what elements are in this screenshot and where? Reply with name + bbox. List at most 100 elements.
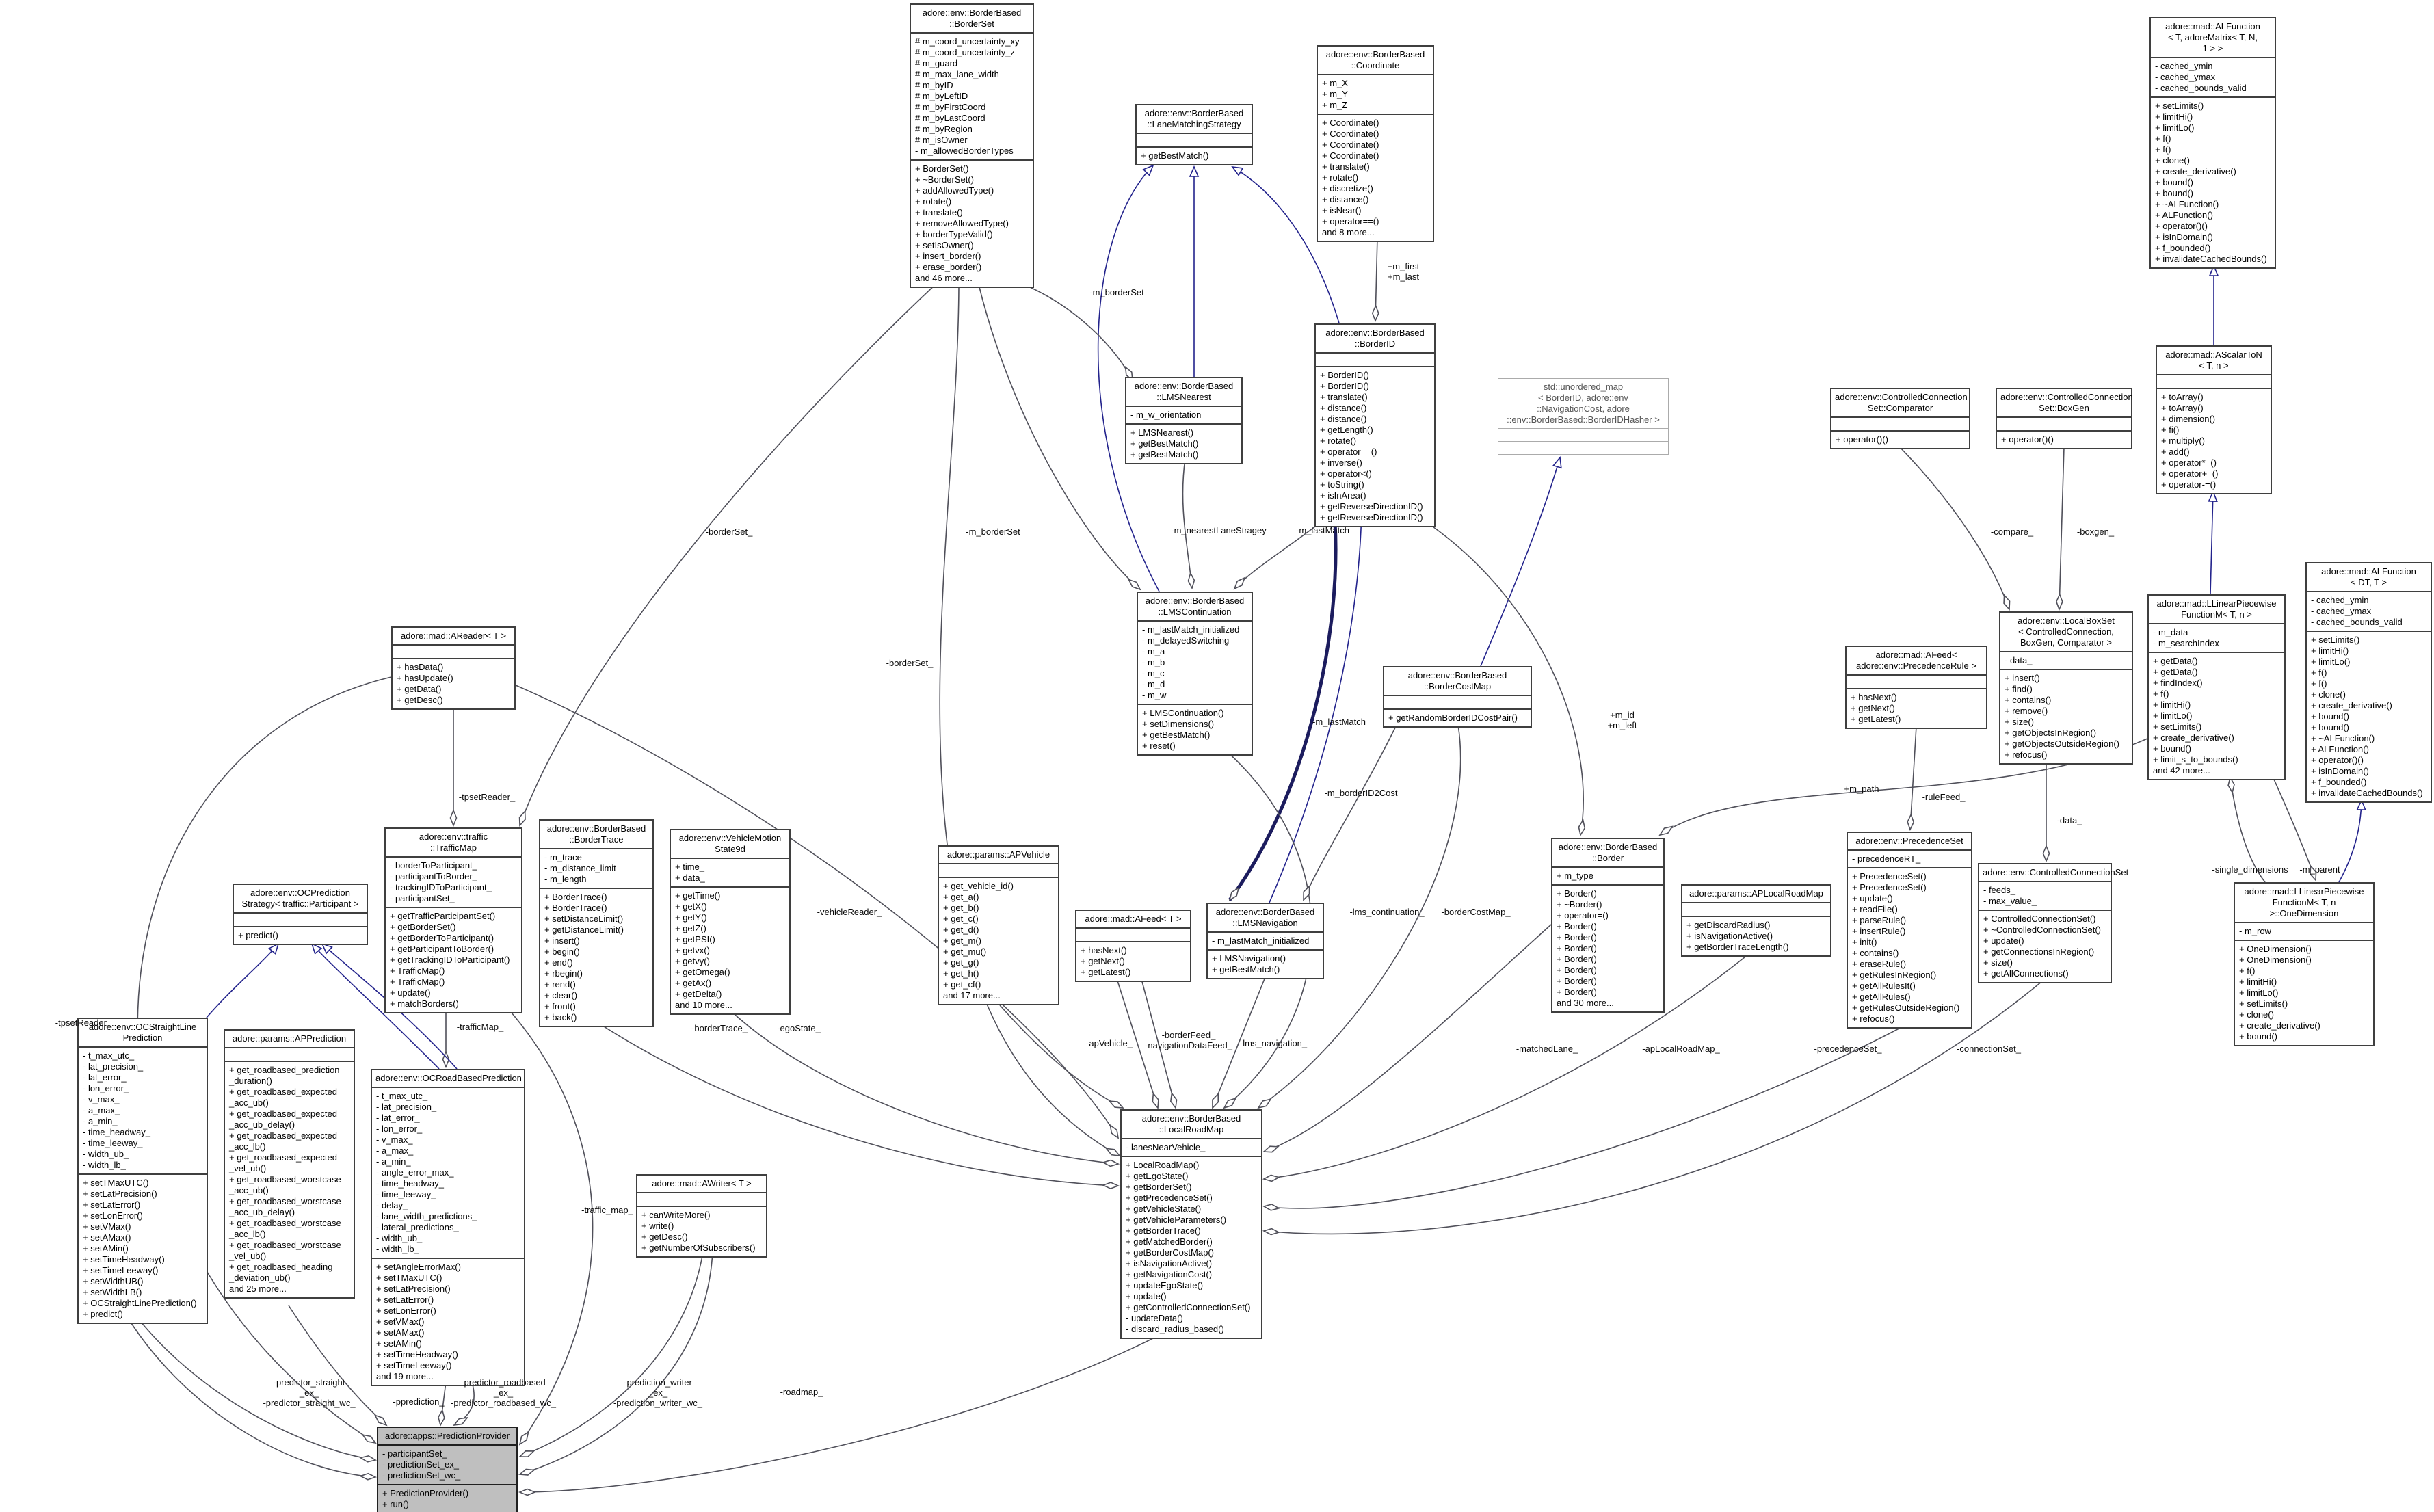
class-attributes-areader	[393, 646, 514, 659]
class-methods-afeed-precedence-rule: + hasNext() + getNext() + getLatest()	[1851, 692, 1901, 724]
class-controlled-connection-set[interactable]: adore::env::ControlledConnectionSet- fee…	[1978, 863, 2128, 983]
class-methods-lms-nearest: + LMSNearest() + getBestMatch() + getBes…	[1130, 427, 1199, 460]
class-vehicle-motion-state9d[interactable]: adore::env::VehicleMotion State9d+ time_…	[670, 829, 791, 1015]
edge-oc-road-based-prediction-to-oc-prediction-strategy	[312, 944, 440, 1070]
class-title-awriter: adore::mad::AWriter< T >	[637, 1176, 766, 1193]
class-methods-alfunction-dt: + setLimits() + limitHi() + limitLo() + …	[2311, 635, 2423, 798]
class-traffic-map[interactable]: adore::env::traffic ::TrafficMap- border…	[384, 827, 522, 1013]
class-title-comparator: adore::env::ControlledConnection Set::Co…	[1831, 389, 1969, 418]
class-border-id[interactable]: adore::env::BorderBased ::BorderID+ Bord…	[1314, 323, 1436, 527]
class-title-ap-local-road-map: adore::params::APLocalRoadMap	[1682, 886, 1830, 903]
class-title-alfunction-matrix: adore::mad::ALFunction < T, adoreMatrix<…	[2151, 18, 2275, 58]
edge-label: -roadmap_	[780, 1387, 823, 1397]
edge-lms-continuation-to-lane-matching-strategy	[1097, 165, 1160, 592]
class-attributes-box-gen	[1997, 418, 2131, 432]
edge-label: -predictor_roadbased _ex_ -predictor_roa…	[451, 1377, 556, 1408]
class-box-gen[interactable]: adore::env::ControlledConnection Set::Bo…	[1996, 388, 2133, 449]
edge-afeed-precedence-rule-to-precedence-set	[1910, 726, 1917, 830]
class-comparator[interactable]: adore::env::ControlledConnection Set::Co…	[1830, 388, 1970, 449]
edge-oc-road-based-prediction-to-oc-prediction-strategy	[322, 944, 458, 1070]
class-methods-lms-continuation: + LMSContinuation() + setDimensions() + …	[1142, 708, 1224, 751]
class-title-border-set: adore::env::BorderBased ::BorderSet	[911, 5, 1033, 34]
class-attributes-oc-straight-line-prediction: - t_max_utc_ - lat_precision_ - lat_erro…	[79, 1048, 207, 1175]
class-border[interactable]: adore::env::BorderBased ::Border+ m_type…	[1551, 838, 1665, 1013]
class-methods-prediction-provider: + PredictionProvider() + run()	[382, 1488, 469, 1509]
class-methods-coordinate: + Coordinate() + Coordinate() + Coordina…	[1322, 118, 1379, 237]
class-one-dimension[interactable]: adore::mad::LLinearPiecewise FunctionM< …	[2234, 882, 2375, 1046]
class-lane-matching-strategy[interactable]: adore::env::BorderBased ::LaneMatchingSt…	[1135, 104, 1253, 165]
class-attributes-lms-continuation: - m_lastMatch_initialized - m_delayedSwi…	[1138, 622, 1252, 705]
class-ap-local-road-map[interactable]: adore::params::APLocalRoadMap+ getDiscar…	[1681, 884, 1831, 957]
class-alfunction-matrix[interactable]: adore::mad::ALFunction < T, adoreMatrix<…	[2149, 17, 2276, 269]
class-oc-road-based-prediction[interactable]: adore::env::OCRoadBasedPrediction- t_max…	[371, 1069, 525, 1386]
edge-label: -apVehicle_	[1086, 1038, 1133, 1048]
class-afeed-precedence-rule[interactable]: adore::mad::AFeed< adore::env::Precedenc…	[1845, 646, 1987, 729]
class-unordered-map[interactable]: std::unordered_map < BorderID, adore::en…	[1498, 378, 1669, 455]
class-areader[interactable]: adore::mad::AReader< T >+ hasData() + ha…	[391, 626, 516, 710]
class-border-trace[interactable]: adore::env::BorderBased ::BorderTrace- m…	[539, 819, 654, 1027]
class-title-lms-nearest: adore::env::BorderBased ::LMSNearest	[1126, 378, 1241, 407]
class-title-local-road-map: adore::env::BorderBased ::LocalRoadMap	[1122, 1111, 1261, 1139]
class-ap-prediction[interactable]: adore::params::APPrediction+ get_roadbas…	[224, 1029, 355, 1299]
class-ap-vehicle[interactable]: adore::params::APVehicle+ get_vehicle_id…	[938, 845, 1059, 1005]
class-oc-prediction-strategy[interactable]: adore::env::OCPrediction Strategy< traff…	[233, 884, 368, 945]
class-attributes-alfunction-dt: - cached_ymin - cached_ymax - cached_bou…	[2307, 592, 2431, 632]
class-alfunction-dt[interactable]: adore::mad::ALFunction < DT, T >- cached…	[2305, 562, 2432, 803]
class-lms-nearest[interactable]: adore::env::BorderBased ::LMSNearest- m_…	[1125, 377, 1243, 464]
edge-label: -prediction_writer _ex_ -prediction_writ…	[613, 1377, 703, 1408]
class-title-coordinate: adore::env::BorderBased ::Coordinate	[1318, 47, 1433, 75]
class-title-areader: adore::mad::AReader< T >	[393, 628, 514, 646]
edge-label: -single_dimensions	[2212, 864, 2288, 875]
class-methods-afeed-t: + hasNext() + getNext() + getLatest()	[1081, 945, 1131, 977]
edge-border-set-to-lms-continuation	[977, 281, 1140, 589]
class-attributes-oc-road-based-prediction: - t_max_utc_ - lat_precision_ - lat_erro…	[372, 1088, 524, 1259]
class-attributes-border-set: # m_coord_uncertainty_xy # m_coord_uncer…	[911, 34, 1033, 161]
edge-border-set-to-local-road-map	[939, 281, 1120, 1156]
edge-comparator-to-local-box-set	[1899, 447, 2009, 609]
class-attributes-alfunction-matrix: - cached_ymin - cached_ymax - cached_bou…	[2151, 58, 2275, 98]
class-attributes-local-box-set: - data_	[2000, 652, 2132, 670]
class-attributes-lane-matching-strategy	[1137, 134, 1252, 148]
edge-border-set-to-lms-nearest	[1016, 281, 1133, 380]
class-methods-ap-local-road-map: + getDiscardRadius() + isNavigationActiv…	[1686, 920, 1789, 952]
class-ascalar-to-n[interactable]: adore::mad::AScalarToN < T, n >+ toArray…	[2156, 345, 2272, 494]
class-local-road-map[interactable]: adore::env::BorderBased ::LocalRoadMap- …	[1120, 1109, 1262, 1339]
edge-label: -borderSet_	[705, 527, 753, 537]
class-precedence-set[interactable]: adore::env::PrecedenceSet- precedenceRT_…	[1847, 832, 1972, 1029]
class-methods-border-cost-map: + getRandomBorderIDCostPair()	[1388, 713, 1518, 723]
class-afeed-t[interactable]: adore::mad::AFeed< T >+ hasNext() + getN…	[1075, 910, 1191, 982]
edge-border-to-local-road-map	[1264, 924, 1552, 1152]
edge-awriter-to-prediction-provider	[520, 1251, 704, 1457]
class-awriter[interactable]: adore::mad::AWriter< T >+ canWriteMore()…	[636, 1174, 767, 1258]
class-attributes-prediction-provider: - participantSet_ - predictionSet_ex_ - …	[378, 1446, 516, 1485]
edge-label: -m_lastMatch	[1295, 525, 1350, 535]
class-llinear-piecewise-function-m[interactable]: adore::mad::LLinearPiecewise FunctionM< …	[2147, 594, 2286, 780]
edge-label: -vehicleReader_	[817, 907, 882, 917]
class-attributes-ap-vehicle	[939, 864, 1058, 878]
class-title-lane-matching-strategy: adore::env::BorderBased ::LaneMatchingSt…	[1137, 105, 1252, 134]
class-prediction-provider[interactable]: adore::apps::PredictionProvider- partici…	[377, 1427, 518, 1512]
class-attributes-ap-local-road-map	[1682, 903, 1830, 917]
class-methods-box-gen: + operator()()	[2001, 434, 2054, 445]
class-methods-oc-road-based-prediction: + setAngleErrorMax() + setTMaxUTC() + se…	[376, 1262, 461, 1381]
class-methods-awriter: + canWriteMore() + write() + getDesc() +…	[641, 1210, 756, 1253]
edge-ap-vehicle-to-local-road-map	[999, 1005, 1123, 1108]
edge-border-set-to-traffic-map	[520, 281, 939, 825]
class-lms-navigation[interactable]: adore::env::BorderBased ::LMSNavigation-…	[1206, 903, 1324, 979]
class-methods-lms-navigation: + LMSNavigation() + getBestMatch()	[1212, 953, 1286, 974]
edge-oc-road-based-prediction-to-prediction-provider	[454, 1381, 475, 1425]
class-local-box-set[interactable]: adore::env::LocalBoxSet < ControlledConn…	[1999, 611, 2133, 765]
class-coordinate[interactable]: adore::env::BorderBased ::Coordinate+ m_…	[1317, 45, 1434, 242]
class-methods-oc-straight-line-prediction: + setTMaxUTC() + setLatPrecision() + set…	[83, 1178, 197, 1319]
class-border-set[interactable]: adore::env::BorderBased ::BorderSet# m_c…	[910, 3, 1034, 288]
class-methods-border-id: + BorderID() + BorderID() + translate() …	[1320, 370, 1423, 522]
class-title-ascalar-to-n: adore::mad::AScalarToN < T, n >	[2157, 347, 2271, 375]
edge-label: -precedenceSet_	[1814, 1044, 1882, 1054]
edge-llinear-piecewise-function-m-to-ascalar-to-n	[2210, 492, 2213, 595]
class-oc-straight-line-prediction[interactable]: adore::env::OCStraightLine Prediction- t…	[77, 1018, 208, 1324]
class-attributes-lms-nearest: - m_w_orientation	[1126, 407, 1241, 425]
edge-one-dimension-to-llinear-piecewise-function-m	[2230, 778, 2266, 883]
class-lms-continuation[interactable]: adore::env::BorderBased ::LMSContinuatio…	[1137, 592, 1253, 756]
class-border-cost-map[interactable]: adore::env::BorderBased ::BorderCostMap+…	[1383, 666, 1532, 728]
edge-label: -borderFeed_ -navigationDataFeed_	[1145, 1030, 1232, 1050]
